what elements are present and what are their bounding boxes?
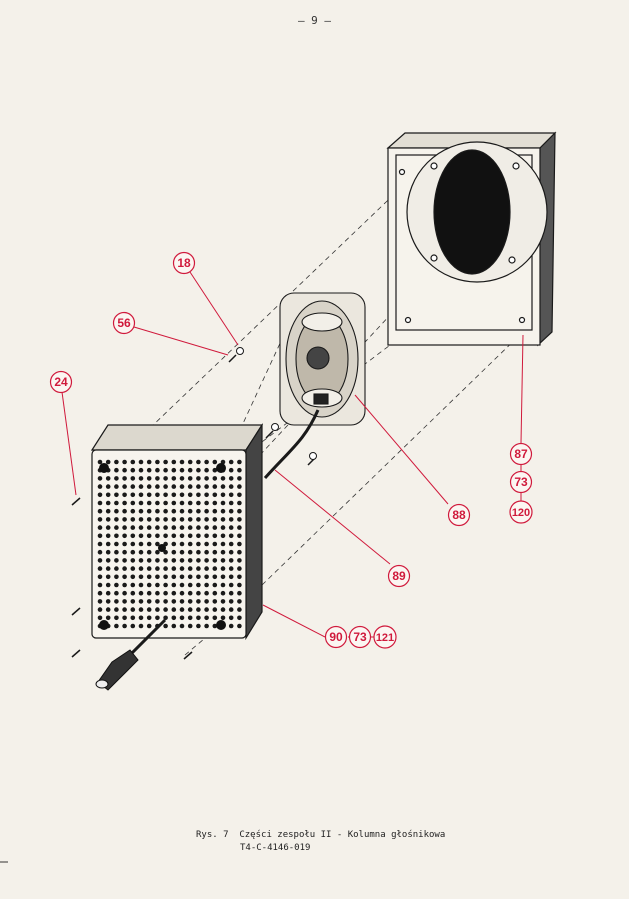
callout-120: 120 — [509, 500, 533, 524]
front-grille-box — [90, 422, 264, 641]
callout-88: 88 — [447, 503, 471, 527]
callouts: 18 56 24 87 73 120 88 89 — [49, 251, 533, 649]
svg-text:73: 73 — [514, 475, 528, 489]
washers — [236, 347, 317, 460]
grille-holes — [97, 459, 242, 629]
callout-24: 24 — [49, 370, 73, 394]
callout-leaders — [61, 271, 524, 638]
svg-text:18: 18 — [177, 256, 191, 270]
loudspeaker-driver — [279, 292, 366, 426]
figure-caption: Rys. 7 Części zespołu II - Kolumna głośn… — [196, 830, 446, 840]
drawing-number: T4-C-4146-019 — [240, 843, 311, 853]
svg-text:120: 120 — [512, 507, 530, 519]
driver-cable — [263, 409, 320, 479]
callout-73-lower: 73 — [348, 625, 372, 649]
svg-text:89: 89 — [392, 569, 406, 583]
svg-text:73: 73 — [353, 630, 367, 644]
svg-text:24: 24 — [54, 375, 68, 389]
callout-73-upper: 73 — [509, 470, 533, 494]
plug-cable — [95, 618, 167, 691]
callout-18: 18 — [172, 251, 196, 275]
svg-text:87: 87 — [514, 447, 528, 461]
svg-text:121: 121 — [376, 632, 394, 644]
callout-90: 90 — [324, 625, 348, 649]
svg-text:88: 88 — [452, 508, 466, 522]
svg-text:56: 56 — [117, 316, 131, 330]
screws — [71, 354, 316, 660]
callout-89: 89 — [387, 564, 411, 588]
svg-text:90: 90 — [329, 630, 343, 644]
callout-56: 56 — [112, 311, 136, 335]
rear-housing — [386, 131, 557, 347]
grille-screws — [99, 463, 226, 630]
callout-121: 121 — [373, 625, 397, 649]
callout-87: 87 — [509, 442, 533, 466]
page-number: — 9 — — [297, 14, 332, 27]
